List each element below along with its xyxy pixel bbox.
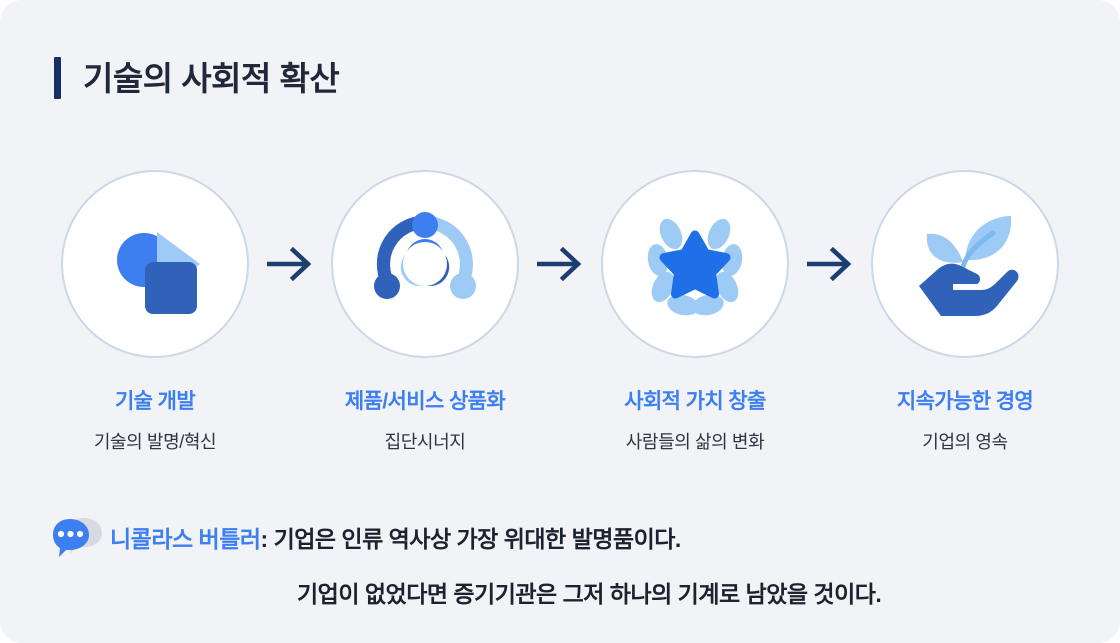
process-flow: 기술 개발 기술의 발명/혁신 xyxy=(0,170,1120,454)
flow-step-4[interactable]: 지속가능한 경영 기업의 영속 xyxy=(870,170,1060,454)
teamwork-circle-icon xyxy=(374,212,476,299)
flow-step-2-sub: 집단시너지 xyxy=(384,432,466,452)
flow-arrow-3 xyxy=(790,170,870,358)
arrow-right-icon xyxy=(807,247,852,281)
flow-step-2-label: 제품/서비스 상품화 xyxy=(344,390,506,413)
flow-step-2[interactable]: 제품/서비스 상품화 집단시너지 xyxy=(330,170,520,454)
arrow-right-icon xyxy=(537,247,582,281)
flow-step-3-circle xyxy=(601,170,789,358)
flow-step-1[interactable]: 기술 개발 기술의 발명/혁신 xyxy=(60,170,250,454)
page-title: 기술의 사회적 확산 xyxy=(54,57,340,99)
hand-sprout-icon xyxy=(919,216,1019,316)
flow-arrow-2 xyxy=(520,170,600,358)
flow-step-4-label: 지속가능한 경영 xyxy=(896,390,1034,413)
flow-step-4-sub: 기업의 영속 xyxy=(922,432,1008,452)
flow-step-4-circle xyxy=(871,170,1059,358)
arrow-right-icon xyxy=(267,247,312,281)
shapes-development-icon xyxy=(117,232,200,314)
flow-step-3-label: 사회적 가치 창출 xyxy=(624,390,766,413)
flow-step-1-label: 기술 개발 xyxy=(114,390,196,413)
quote-line-1: 니콜라스 버틀러 : 기업은 인류 역사상 가장 위대한 발명품이다. xyxy=(52,516,1062,558)
flow-arrow-1 xyxy=(250,170,330,358)
title-accent-bar xyxy=(54,57,61,99)
quote-text-line-2: 기업이 없었다면 증기기관은 그저 하나의 기계로 남았을 것이다. xyxy=(297,581,882,607)
flow-step-2-circle xyxy=(331,170,519,358)
quote-block: 니콜라스 버틀러 : 기업은 인류 역사상 가장 위대한 발명품이다. 기업이 … xyxy=(52,516,1062,609)
speech-bubble-dots-icon xyxy=(53,518,102,557)
laurel-star-icon xyxy=(647,218,743,316)
flow-step-1-circle xyxy=(61,170,249,358)
title-text: 기술의 사회적 확산 xyxy=(83,59,340,97)
flow-step-1-sub: 기술의 발명/혁신 xyxy=(93,432,217,452)
flow-step-3-sub: 사람들의 삶의 변화 xyxy=(625,432,765,452)
quote-author: 니콜라스 버틀러 xyxy=(110,526,261,552)
quote-text-line-1: : 기업은 인류 역사상 가장 위대한 발명품이다. xyxy=(260,526,682,552)
flow-step-3[interactable]: 사회적 가치 창출 사람들의 삶의 변화 xyxy=(600,170,790,454)
